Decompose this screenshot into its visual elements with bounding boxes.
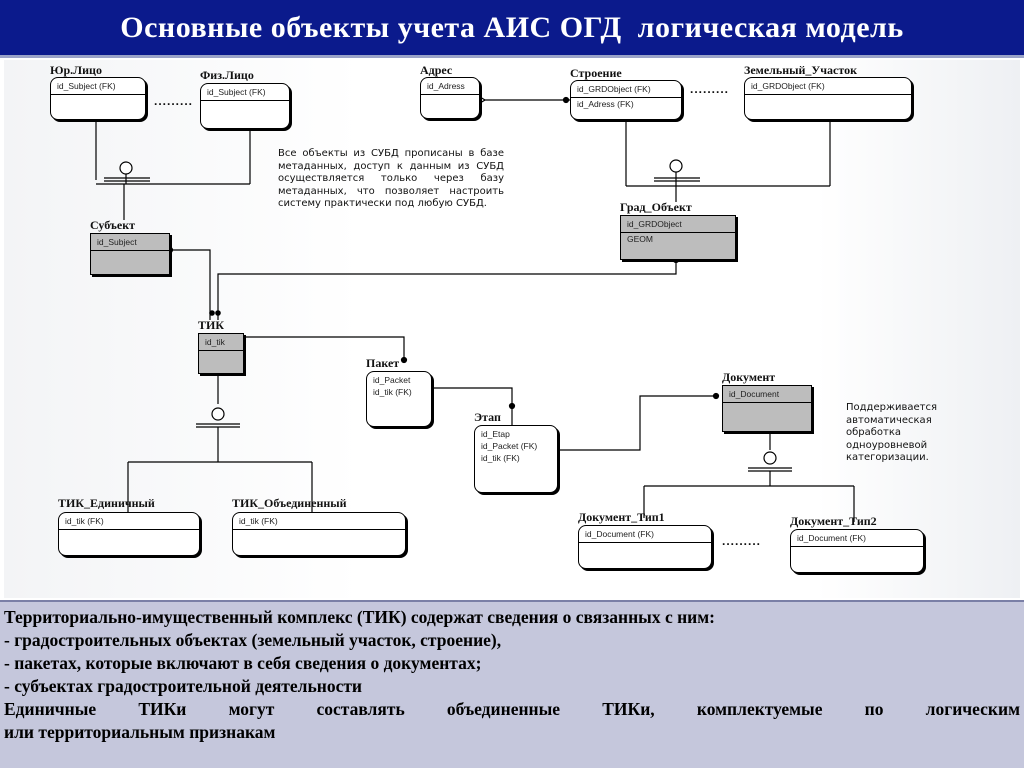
entity-dok-tip2: id_Document (FK)	[790, 529, 924, 573]
subekt-tik-link	[170, 249, 211, 320]
entity-label-grad-obekt: Град_Объект	[620, 200, 692, 214]
entity-tik-edin: id_tik (FK)	[58, 512, 200, 556]
entity-tik: id_tik	[198, 333, 244, 374]
categorization-note: Поддерживается автоматическая обработка …	[846, 402, 937, 463]
entity-attr: GEOM	[627, 234, 653, 244]
er-diagram: Юр.Лицо id_Subject (FK) ......... Физ.Ли…	[4, 60, 1020, 598]
entity-dokument: id_Document	[722, 385, 812, 432]
entity-label-etap: Этап	[474, 410, 501, 424]
entity-attr: id_Adress (FK)	[577, 99, 634, 109]
entity-attr: id_tik (FK)	[481, 453, 520, 463]
entity-label-adres: Адрес	[420, 63, 453, 77]
tik-paket-link	[244, 336, 405, 360]
ellipsis-subjects: .........	[154, 94, 194, 108]
paket-etap-link	[432, 387, 513, 426]
entity-fiz-lico: id_Subject (FK)	[200, 83, 290, 129]
metadata-note: Все объекты из СУБД прописаны в базе мет…	[278, 148, 504, 209]
entity-label-paket: Пакет	[366, 356, 400, 370]
entity-dok-tip1: id_Document (FK)	[578, 525, 712, 569]
subekt-cat-circle	[119, 161, 133, 175]
entity-key: id_tik (FK)	[59, 513, 199, 530]
grad-cat-circle	[669, 159, 683, 173]
entity-adres: id_Adress	[420, 77, 480, 119]
description-line: Территориально-имущественный комплекс (Т…	[4, 607, 715, 627]
entity-attr: id_Packet	[373, 375, 411, 385]
entity-etap: id_Etap id_Packet (FK) id_tik (FK)	[474, 425, 558, 493]
description-line: - пакетах, которые включают в себя сведе…	[4, 653, 482, 673]
entity-label-zem-uchastok: Земельный_Участок	[744, 63, 857, 77]
entity-zem-uchastok: id_GRDObject (FK)	[744, 77, 912, 120]
entity-key: id_GRDObject (FK)	[571, 81, 681, 98]
entity-key: id_Adress	[421, 78, 479, 95]
entity-key: id_Subject (FK)	[201, 84, 289, 101]
entity-label-tik-edin: ТИК_Единичный	[58, 496, 155, 510]
entity-stroenie: id_GRDObject (FK) id_Adress (FK)	[570, 80, 682, 120]
entity-label-subekt: Субъект	[90, 218, 136, 232]
entity-key: id_tik (FK)	[233, 513, 405, 530]
grad-tik-link	[217, 260, 677, 320]
entity-key: id_Subject	[91, 234, 169, 251]
entity-paket: id_Packet id_tik (FK)	[366, 371, 432, 427]
entity-key: id_Document (FK)	[579, 526, 711, 543]
etap-dokument-link	[558, 395, 716, 451]
ellipsis-documents: .........	[722, 534, 762, 548]
tik-cat-circle	[211, 407, 225, 421]
dok-cat-circle	[763, 451, 777, 465]
entity-tik-obed: id_tik (FK)	[232, 512, 406, 556]
entity-attr: id_tik (FK)	[373, 387, 412, 397]
entity-label-tik: ТИК	[198, 318, 225, 332]
entity-subekt: id_Subject	[90, 233, 170, 275]
entity-label-stroenie: Строение	[570, 66, 622, 80]
entity-label-dok-tip2: Документ_Тип2	[790, 514, 877, 528]
entity-key: id_GRDObject	[621, 216, 735, 233]
entity-key: id_GRDObject (FK)	[745, 78, 911, 95]
entity-key: id_Subject (FK)	[51, 78, 145, 95]
page-title: Основные объекты учета АИС ОГД логическа…	[120, 10, 904, 44]
entity-label-tik-obed: ТИК_Объединенный	[232, 496, 347, 510]
entity-label-fiz-lico: Физ.Лицо	[200, 68, 254, 82]
description-panel: Территориально-имущественный комплекс (Т…	[0, 600, 1024, 768]
relationship-lines	[95, 96, 855, 522]
description-line: - градостроительных объектах (земельный …	[4, 630, 502, 650]
entity-key: id_tik	[199, 334, 243, 351]
entity-grad-obekt: id_GRDObject GEOM	[620, 215, 736, 260]
entity-attr: id_Packet (FK)	[481, 441, 538, 451]
entity-yur-lico: id_Subject (FK)	[50, 77, 146, 120]
entity-label-yur-lico: Юр.Лицо	[50, 63, 102, 77]
entity-key: id_Document	[723, 386, 811, 403]
entity-attr: id_Etap	[481, 429, 510, 439]
entity-label-dokument: Документ	[722, 370, 776, 384]
entity-key: id_Document (FK)	[791, 530, 923, 547]
description-line: - субъектах градостроительной деятельнос…	[4, 676, 363, 696]
description-line: или территориальным признакам	[4, 722, 276, 742]
title-bar: Основные объекты учета АИС ОГД логическа…	[0, 0, 1024, 58]
description-line: Единичные ТИКи могут составлять объедине…	[4, 699, 1020, 719]
entity-label-dok-tip1: Документ_Тип1	[578, 510, 665, 524]
ellipsis-grad: .........	[690, 82, 730, 96]
